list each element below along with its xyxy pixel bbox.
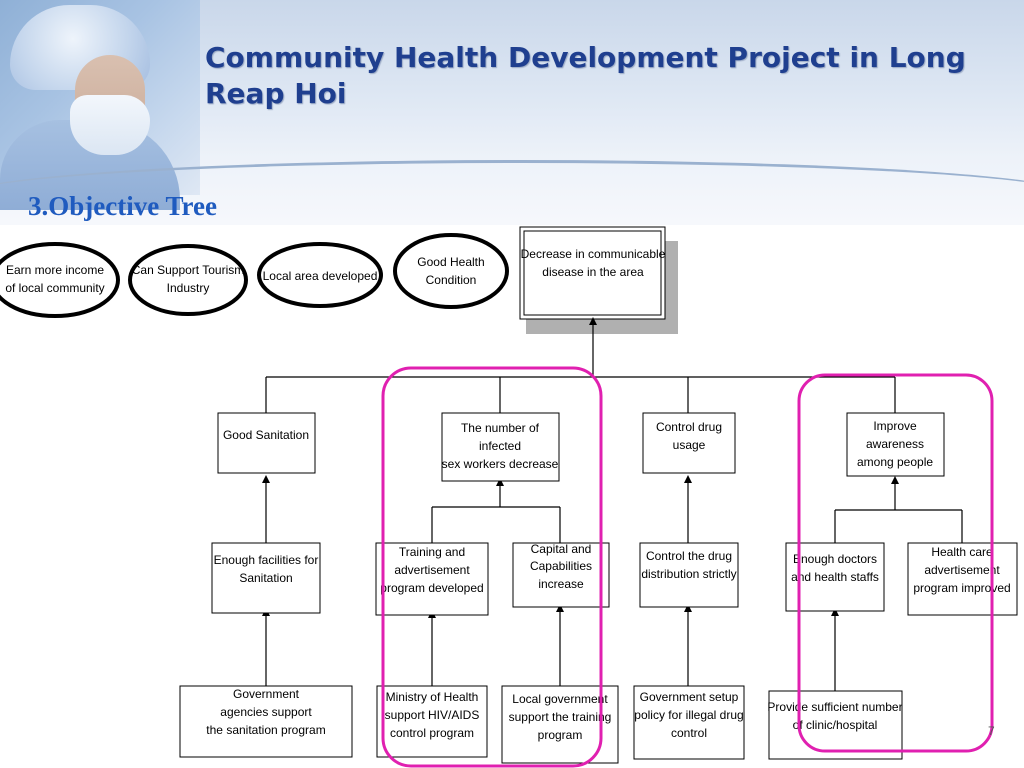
oval-text-line: Good Health bbox=[417, 255, 484, 269]
header-swoosh bbox=[0, 160, 1024, 233]
box-text-line: Sanitation bbox=[239, 571, 292, 585]
box-text-line: sex workers decrease bbox=[442, 457, 559, 471]
box-text-line: program developed bbox=[380, 581, 483, 595]
objective-box-drug-policy: Government setup policy for illegal drug c… bbox=[633, 685, 745, 760]
objective-box-gov-sanitation: Government agencies support the sanitation… bbox=[179, 685, 353, 758]
box-text-line: Health care bbox=[931, 545, 993, 559]
objective-tree-diagram: Earn more income of local community Can S… bbox=[0, 225, 1018, 768]
highlight-outline-right bbox=[797, 373, 994, 753]
objective-box-health-care-ad: Health care advertisement program improved bbox=[907, 542, 1018, 616]
tree-connectors bbox=[262, 317, 963, 691]
box-text-line: of clinic/hospital bbox=[793, 718, 878, 732]
box-text-line: usage bbox=[673, 438, 706, 452]
objective-box-doctors: Enough doctors and health staffs bbox=[785, 542, 885, 612]
oval-text-line: of local community bbox=[5, 281, 104, 295]
slide-number: 7 bbox=[988, 724, 995, 738]
surgical-mask bbox=[70, 95, 150, 155]
svg-text:Good Sanitation: Good Sanitation bbox=[223, 428, 309, 442]
objective-box-awareness: Improve awareness among people bbox=[846, 412, 945, 477]
box-text-line: Provide sufficient number bbox=[767, 700, 902, 714]
oval-text-line: Industry bbox=[167, 281, 210, 295]
box-text-line: Ministry of Health bbox=[386, 690, 479, 704]
box-text-line: among people bbox=[857, 455, 933, 469]
box-text-line: increase bbox=[538, 577, 584, 591]
box-text-line: Enough facilities for bbox=[214, 553, 319, 567]
box-text-line: infected bbox=[479, 439, 521, 453]
box-text-line: Capabilities bbox=[530, 559, 592, 573]
box-text-line: Training and bbox=[399, 545, 465, 559]
section-subtitle: 3.Objective Tree bbox=[28, 191, 217, 221]
svg-text:Local area developed: Local area developed bbox=[263, 269, 378, 283]
outcome-oval-income: Earn more income of local community bbox=[0, 242, 120, 318]
box-text-line: policy for illegal drug bbox=[634, 708, 743, 722]
box-text-line: and health staffs bbox=[791, 570, 879, 584]
box-text-line: distribution strictly bbox=[641, 567, 736, 581]
box-text-line: Good Sanitation bbox=[223, 428, 309, 442]
slide-title: Community Health Development Project in … bbox=[205, 41, 966, 110]
oval-text-line: Condition bbox=[426, 273, 477, 287]
objective-box-control-drug: Control drug usage bbox=[642, 412, 736, 474]
objective-box-ministry-health: Ministry of Health support HIV/AIDS contro… bbox=[376, 685, 488, 758]
surgeon-photo bbox=[0, 0, 200, 210]
goal-box: Decrease in communicable disease in the a… bbox=[519, 226, 678, 334]
goal-text-line: Decrease in communicable bbox=[521, 247, 666, 261]
box-text-line: Improve bbox=[873, 419, 917, 433]
box-text-line: Control the drug bbox=[646, 549, 732, 563]
box-text-line: agencies support bbox=[220, 705, 312, 719]
box-text-line: advertisement bbox=[924, 563, 1000, 577]
outcome-oval-local-area: Local area developed bbox=[257, 242, 383, 308]
box-text-line: control program bbox=[390, 726, 474, 740]
objective-tree-svg: Earn more income of local community Can S… bbox=[0, 226, 1018, 768]
box-text-line: control bbox=[671, 726, 707, 740]
objective-box-good-sanitation: Good Sanitation bbox=[217, 412, 316, 474]
box-text-line: advertisement bbox=[394, 563, 470, 577]
box-text-line: awareness bbox=[866, 437, 924, 451]
highlight-outline-left bbox=[381, 366, 603, 768]
objective-box-clinics: Provide sufficient number of clinic/hospi… bbox=[767, 690, 903, 760]
objective-box-drug-distribution: Control the drug distribution strictly bbox=[639, 542, 739, 608]
box-text-line: support HIV/AIDS bbox=[385, 708, 480, 722]
box-text-line: program bbox=[538, 728, 583, 742]
box-text-line: Enough doctors bbox=[793, 552, 877, 566]
oval-text-line: Local area developed bbox=[263, 269, 378, 283]
box-text-line: Capital and bbox=[531, 542, 592, 556]
box-text-line: The number of bbox=[461, 421, 540, 435]
goal-text-line: disease in the area bbox=[542, 265, 644, 279]
box-text-line: program improved bbox=[913, 581, 1010, 595]
objective-box-sex-workers: The number of infected sex workers decreas… bbox=[441, 412, 560, 482]
box-text-line: support the training bbox=[509, 710, 612, 724]
box-text-line: Local government bbox=[512, 692, 608, 706]
oval-text-line: Can Support Tourism bbox=[132, 263, 245, 277]
objective-box-training: Training and advertisement program develop… bbox=[375, 542, 489, 616]
box-text-line: Control drug bbox=[656, 420, 722, 434]
box-text-line: Government bbox=[233, 687, 300, 701]
box-text-line: the sanitation program bbox=[206, 723, 325, 737]
box-text-line: Government setup bbox=[640, 690, 739, 704]
oval-text-line: Earn more income bbox=[6, 263, 104, 277]
